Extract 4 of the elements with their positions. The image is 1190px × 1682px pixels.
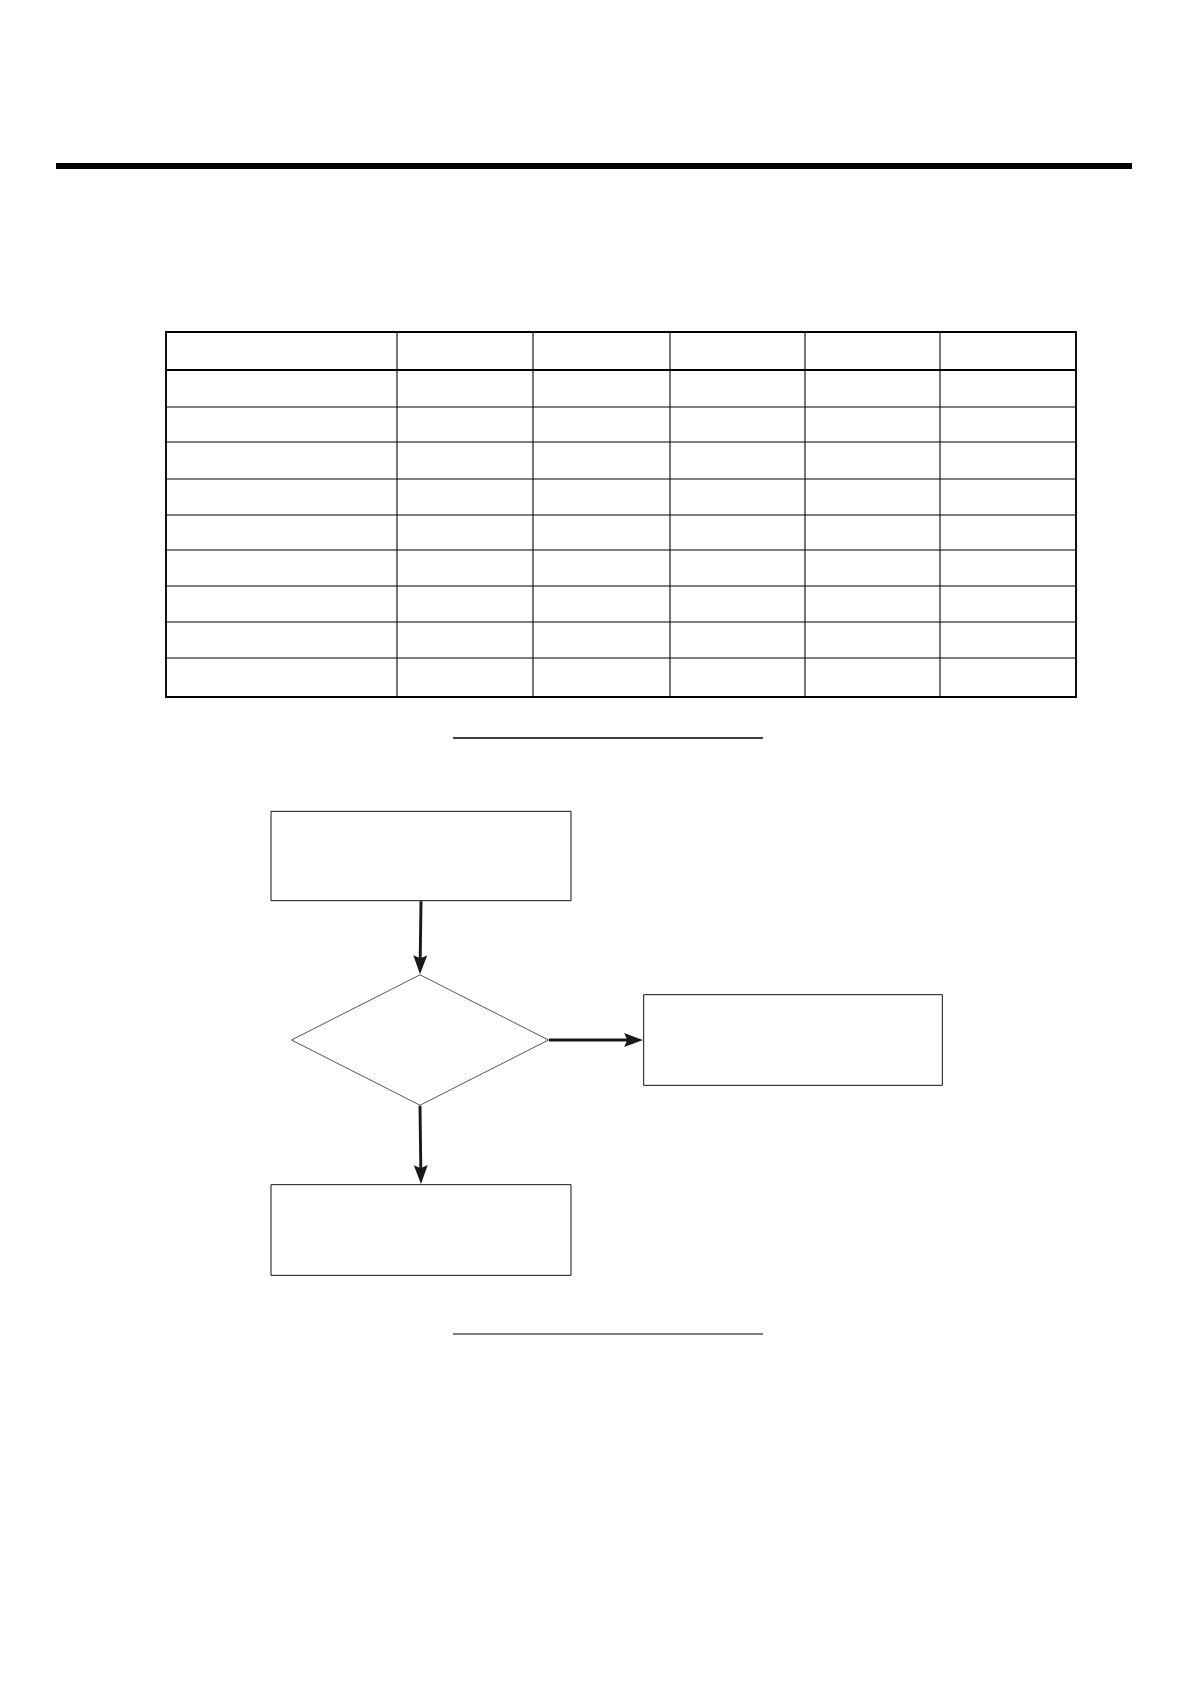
process-box bbox=[643, 994, 943, 1086]
process-box bbox=[270, 810, 572, 902]
process-box bbox=[270, 1184, 572, 1276]
decision-diamond bbox=[291, 974, 549, 1106]
